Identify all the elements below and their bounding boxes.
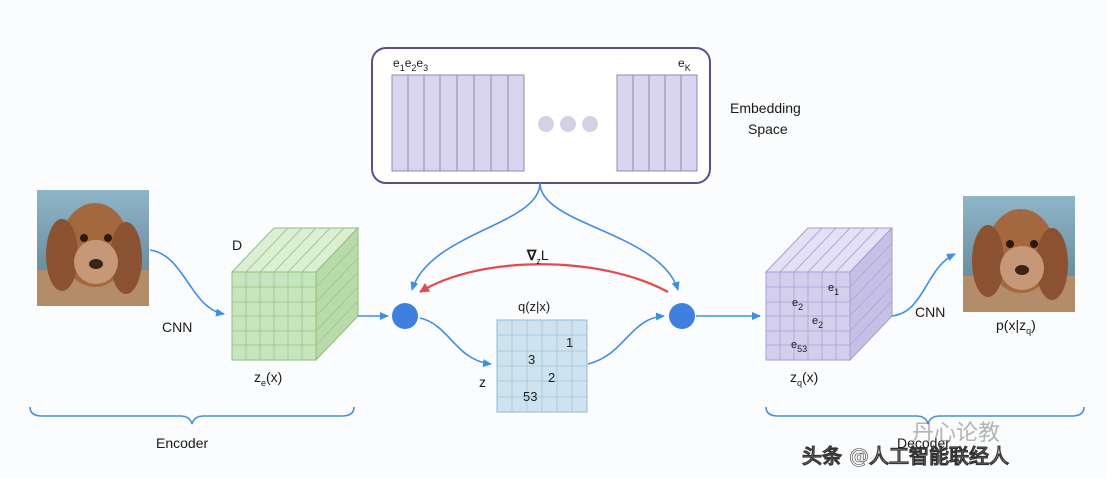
zq-cell-label: e1 <box>828 282 840 297</box>
arrow-codebook-to-right-node <box>539 182 680 291</box>
decoder-input-cube <box>764 226 894 362</box>
flow-arrows <box>149 182 956 368</box>
qzx-label: q(z|x) <box>518 299 551 314</box>
ellipsis-dot <box>582 116 598 132</box>
embedding-vector-labels: e1e2e3 <box>393 56 429 73</box>
ze-label: ze(x) <box>254 369 283 388</box>
ellipsis-dot <box>560 116 576 132</box>
output-distribution-label: p(x|zq) <box>996 317 1036 336</box>
decoder-label: Decoder <box>897 435 950 451</box>
arrow-grid-to-node <box>587 312 665 365</box>
input-image <box>37 190 149 306</box>
z-label: z <box>479 374 486 390</box>
latent-index-grid <box>496 319 588 413</box>
embedding-last-label: eK <box>678 56 691 73</box>
watermark-brand: 丹心论教 <box>912 421 1001 446</box>
arrow-decoder-to-output <box>891 253 956 317</box>
grid-value: 1 <box>566 335 574 350</box>
dimension-label: D <box>232 237 243 253</box>
arrow-node-to-grid <box>419 317 492 368</box>
embedding-space <box>371 47 711 184</box>
encoder-output-cube <box>230 226 360 362</box>
encoder-brace <box>29 406 355 425</box>
grid-value: 2 <box>548 370 556 385</box>
quantize-node-left <box>392 303 418 329</box>
watermark-source: 头条 @人工智能联经人 <box>802 444 1010 469</box>
cnn-decoder-label: CNN <box>915 304 946 320</box>
zq-label: zq(x) <box>790 369 819 388</box>
grid-value: 53 <box>523 389 538 404</box>
arrow-codebook-to-left-node <box>410 182 541 291</box>
zq-cell-label: e2 <box>792 297 804 312</box>
zq-cell-label: e53 <box>791 339 808 354</box>
grid-value: 3 <box>528 352 536 367</box>
ellipsis-dot <box>538 116 554 132</box>
gradient-arrow <box>419 263 669 293</box>
gradient-label: ∇zL <box>527 247 549 266</box>
arrow-input-to-encoder <box>149 249 225 317</box>
cnn-encoder-label: CNN <box>162 319 193 335</box>
zq-cell-label: e2 <box>812 315 824 330</box>
encoder-label: Encoder <box>156 435 209 451</box>
output-image <box>963 196 1075 312</box>
quantize-node-right <box>669 303 695 329</box>
embedding-space-title-2: Space <box>748 121 788 137</box>
embedding-space-title: Embedding <box>730 100 801 116</box>
decoder-brace <box>765 406 1085 425</box>
